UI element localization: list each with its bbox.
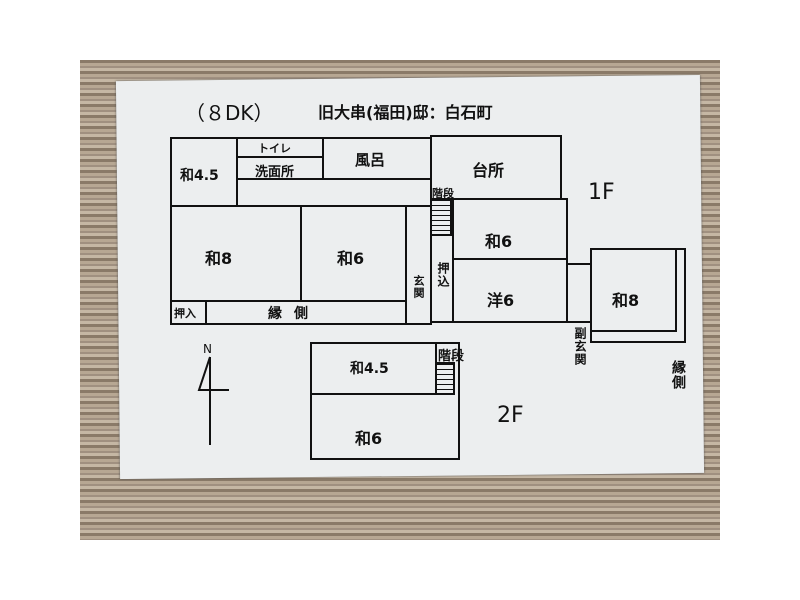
room-label: 副玄関: [573, 327, 587, 366]
room-label: 縁側: [268, 306, 320, 322]
house-name: 旧大串(福田)邸：白石町: [318, 103, 493, 122]
room-label: 和6: [485, 232, 513, 251]
room-label: 押入: [174, 307, 196, 320]
room-label: 階段: [438, 349, 465, 364]
room-washitsu-8: [170, 205, 302, 302]
room-oshiire: [170, 300, 207, 325]
room-entrance: [405, 205, 432, 325]
layout-type: （８DK）: [185, 101, 274, 125]
room-label: 和6: [355, 429, 383, 448]
floor-1-label: 1F: [588, 180, 615, 205]
room-label: 和8: [205, 249, 233, 268]
room-label: 洗面所: [255, 165, 295, 180]
room-label: 縁側: [670, 360, 686, 390]
floor-2-label: 2F: [497, 403, 524, 428]
room-label: 和8: [612, 291, 640, 310]
room-label: トイレ: [258, 142, 291, 155]
corridor-link: [566, 263, 592, 323]
room-label: 和4.5: [350, 361, 389, 377]
room-label: 台所: [472, 161, 505, 180]
room-label: 洋6: [487, 291, 515, 310]
room-label: 和6: [337, 249, 365, 268]
room-label: 階段: [432, 187, 454, 200]
north-label: N: [203, 342, 212, 356]
room-label: 押込: [436, 262, 450, 288]
stairs-2f: [435, 362, 455, 395]
room-washitsu-8-east: [590, 248, 677, 332]
stairs-1f: [430, 198, 452, 236]
room-label: 和4.5: [180, 168, 219, 184]
compass-arrow-icon: [197, 356, 229, 445]
room-label: 玄関: [412, 275, 425, 299]
room-label: 風呂: [355, 151, 386, 169]
